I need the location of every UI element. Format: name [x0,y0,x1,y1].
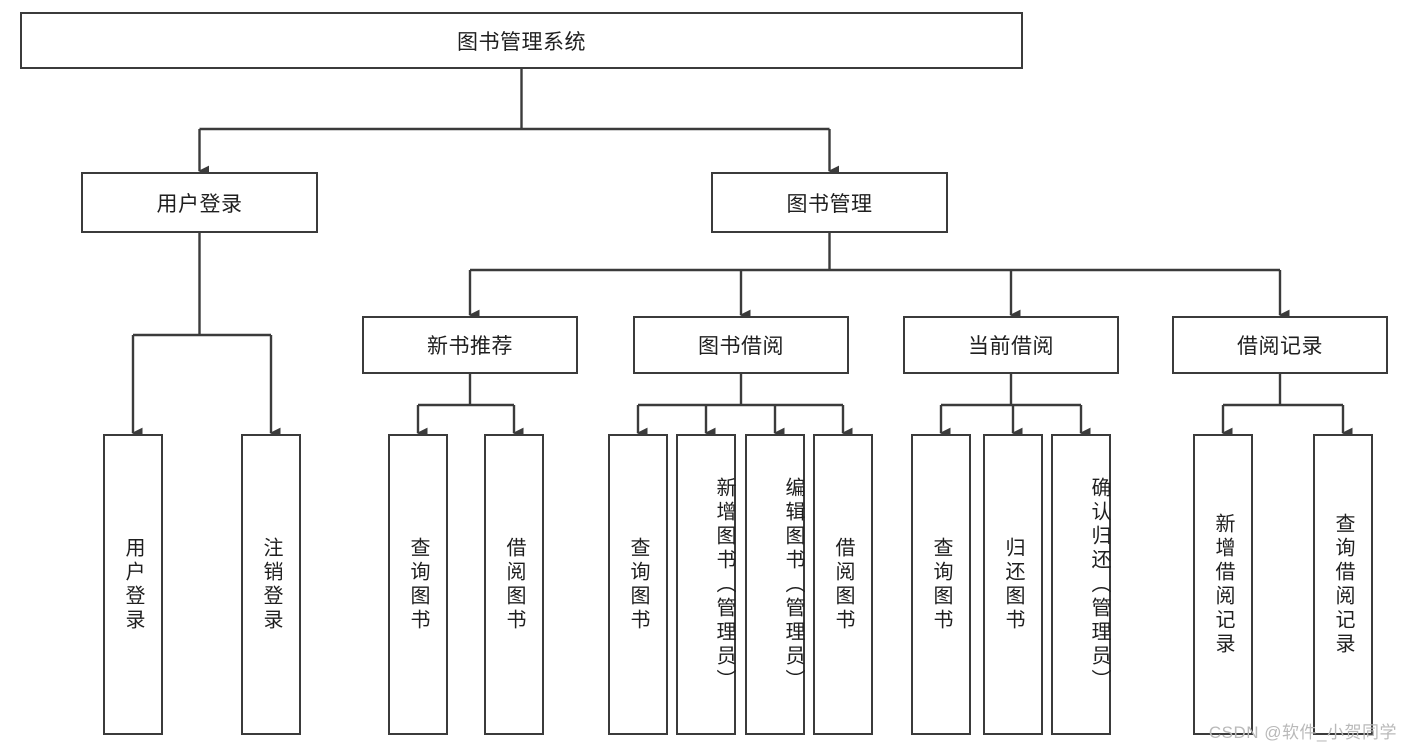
node-leaf-query-book-1: 查询图书 [388,434,448,735]
node-leaf-add-record: 新增借阅记录 [1193,434,1253,735]
node-leaf-add-book: 新增图书（管理员） [676,434,736,735]
node-book-mgmt: 图书管理 [711,172,948,233]
node-leaf-edit-book: 编辑图书（管理员） [745,434,805,735]
watermark-label: CSDN @软件_小贺同学 [1208,723,1397,742]
node-root: 图书管理系统 [20,12,1023,69]
node-leaf-query-book-3: 查询图书 [911,434,971,735]
node-login: 用户登录 [81,172,318,233]
node-new-book-rec: 新书推荐 [362,316,578,374]
node-leaf-borrow-book-1: 借阅图书 [484,434,544,735]
node-leaf-user-login: 用户登录 [103,434,163,735]
node-leaf-query-record: 查询借阅记录 [1313,434,1373,735]
node-book-borrow: 图书借阅 [633,316,849,374]
node-leaf-confirm-return: 确认归还（管理员） [1051,434,1111,735]
node-borrow-record: 借阅记录 [1172,316,1388,374]
node-leaf-user-logout: 注销登录 [241,434,301,735]
node-leaf-return-book: 归还图书 [983,434,1043,735]
node-leaf-borrow-book-2: 借阅图书 [813,434,873,735]
node-leaf-query-book-2: 查询图书 [608,434,668,735]
edge-group [131,69,1353,439]
node-current-borrow: 当前借阅 [903,316,1119,374]
